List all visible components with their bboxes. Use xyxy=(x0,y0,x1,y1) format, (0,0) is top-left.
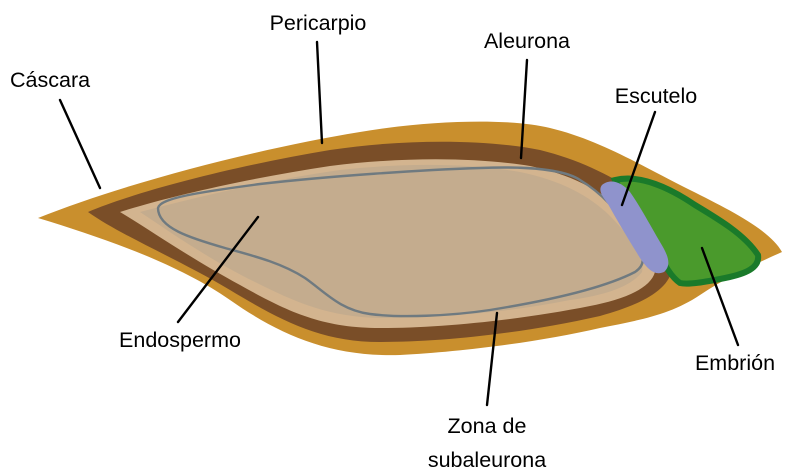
label-cascara: Cáscara xyxy=(10,68,90,92)
label-subaleurona-line2: subaleurona xyxy=(428,448,546,472)
label-endospermo: Endospermo xyxy=(119,328,241,352)
label-embrion: Embrión xyxy=(695,351,775,375)
label-pericarpio: Pericarpio xyxy=(270,11,367,35)
label-subaleurona-line1: Zona de xyxy=(448,414,527,438)
label-escutelo: Escutelo xyxy=(615,84,698,108)
leader-pericarpio xyxy=(317,42,322,143)
label-aleurona: Aleurona xyxy=(484,29,570,53)
leader-cascara xyxy=(60,100,100,188)
